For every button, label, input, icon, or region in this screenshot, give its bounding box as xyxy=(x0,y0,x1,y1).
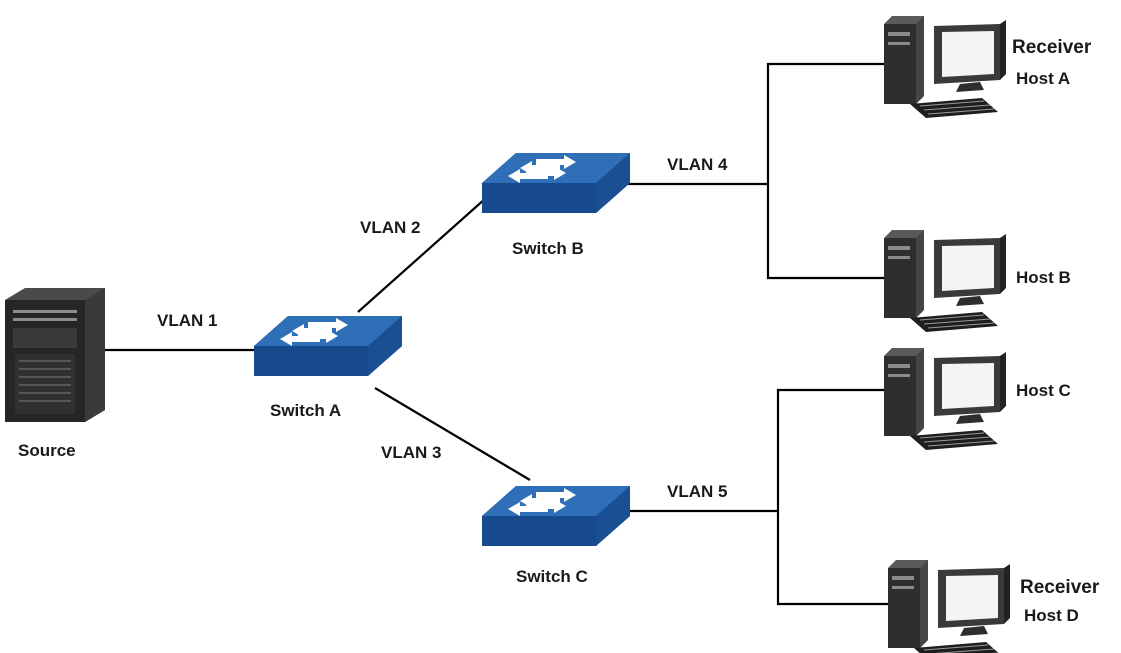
host-d-label: Host D xyxy=(1024,606,1079,625)
switch-c-label: Switch C xyxy=(516,567,588,586)
link-hosts-cd xyxy=(776,388,888,606)
switch-b-icon xyxy=(482,153,630,213)
host-a-computer-icon xyxy=(883,15,1007,119)
link-hosts-ab xyxy=(766,62,888,280)
links xyxy=(104,62,888,606)
vlan2-label: VLAN 2 xyxy=(360,218,421,237)
switch-c-icon xyxy=(482,486,630,546)
vlan3-label: VLAN 3 xyxy=(381,443,442,462)
host-a-label: Host A xyxy=(1016,69,1071,88)
host-c-label: Host C xyxy=(1016,381,1071,400)
host-b-label: Host B xyxy=(1016,268,1071,287)
link-vlan2 xyxy=(357,197,487,313)
server-icon xyxy=(5,288,105,422)
host-d-computer-icon xyxy=(887,559,1011,653)
vlan1-label: VLAN 1 xyxy=(157,311,218,330)
switch-a-label: Switch A xyxy=(270,401,342,420)
host-d-role-label: Receiver xyxy=(1020,577,1100,598)
link-vlan3 xyxy=(374,387,531,481)
host-c-computer-icon xyxy=(883,347,1007,451)
vlan5-label: VLAN 5 xyxy=(667,482,728,501)
source-label: Source xyxy=(18,441,76,460)
switch-b-label: Switch B xyxy=(512,239,584,258)
host-a-role-label: Receiver xyxy=(1012,37,1092,58)
host-b-computer-icon xyxy=(883,229,1007,333)
switch-a-icon xyxy=(254,316,402,376)
vlan4-label: VLAN 4 xyxy=(667,155,728,174)
